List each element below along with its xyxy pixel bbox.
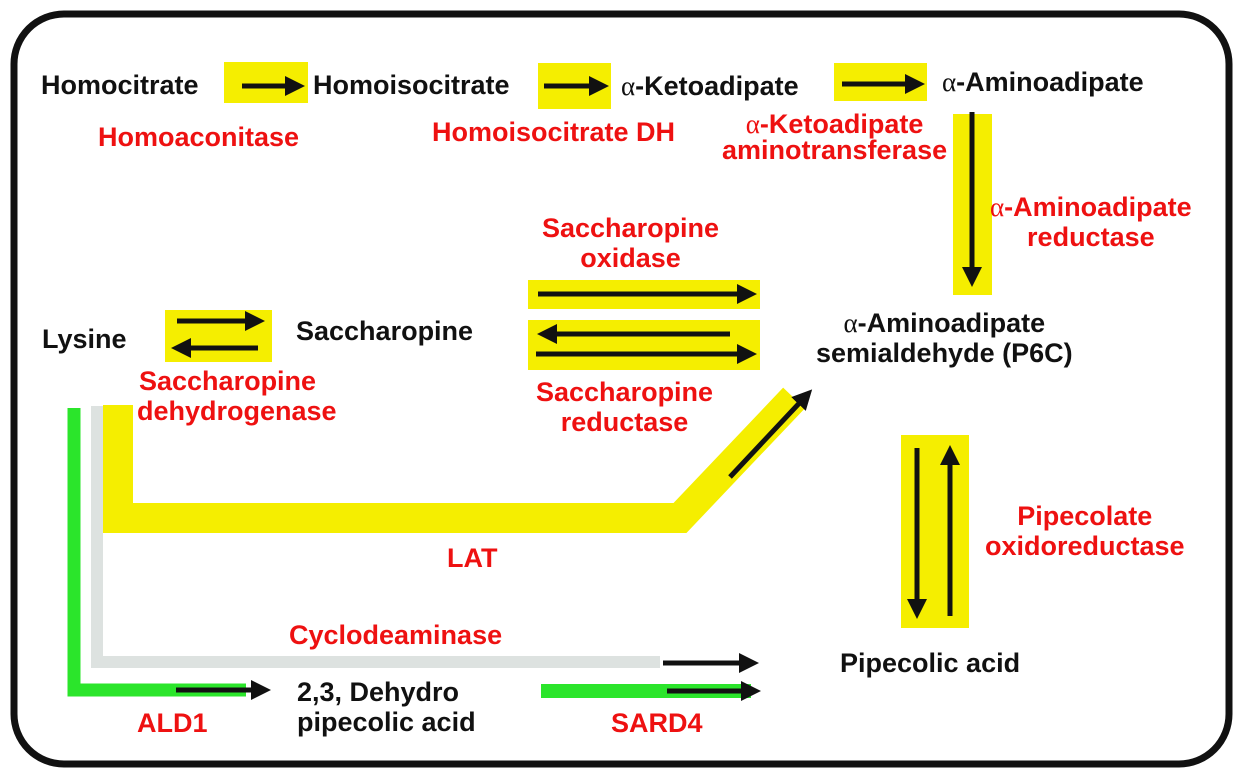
saccharopine-reductase-highlight bbox=[528, 320, 760, 370]
enzyme-aminoadipate-reductase-line1-text: -Aminoadipate bbox=[1004, 192, 1192, 222]
enzyme-pipecolate-oxidoreductase-line1: Pipecolate bbox=[1017, 501, 1153, 531]
metabolite-aas-line2: semialdehyde (P6C) bbox=[816, 338, 1073, 369]
metabolite-dehydro-line2: pipecolic acid bbox=[297, 707, 476, 738]
alpha-symbol: α bbox=[942, 67, 957, 97]
saccharopine-dh-highlight bbox=[165, 310, 272, 362]
alpha-symbol: α bbox=[843, 308, 858, 338]
enzyme-aminoadipate-reductase: α-Aminoadipate reductase bbox=[990, 192, 1192, 252]
metabolite-dehydro-line1: 2,3, Dehydro bbox=[297, 677, 460, 707]
metabolite-ketoadipate: α-Ketoadipate bbox=[621, 71, 799, 101]
enzyme-lat: LAT bbox=[447, 543, 498, 573]
alpha-symbol: α bbox=[745, 109, 760, 139]
enzyme-homoisocitrate-dh: Homoisocitrate DH bbox=[432, 117, 676, 147]
metabolite-dehydro-pipecolic-acid: 2,3, Dehydro pipecolic acid bbox=[297, 677, 476, 737]
metabolite-aas-line1: α-Aminoadipate bbox=[816, 308, 1073, 338]
metabolite-aminoadipate-text: -Aminoadipate bbox=[956, 67, 1144, 97]
metabolite-ketoadipate-text: -Ketoadipate bbox=[635, 71, 799, 101]
metabolite-aas-line1-text: -Aminoadipate bbox=[857, 308, 1046, 338]
enzyme-saccharopine-reductase-line1: Saccharopine bbox=[536, 377, 714, 407]
enzyme-ald1: ALD1 bbox=[137, 708, 208, 738]
enzyme-saccharopine-oxidase: Saccharopine oxidase bbox=[542, 213, 719, 273]
enzyme-saccharopine-oxidase-line1: Saccharopine bbox=[542, 213, 720, 243]
enzyme-pipecolate-oxidoreductase: Pipecolate oxidoreductase bbox=[985, 501, 1185, 561]
enzyme-aminoadipate-reductase-line2: reductase bbox=[1027, 222, 1155, 253]
metabolite-saccharopine: Saccharopine bbox=[296, 316, 474, 346]
metabolite-aminoadipate: α-Aminoadipate bbox=[942, 67, 1144, 97]
metabolite-lysine: Lysine bbox=[42, 324, 127, 354]
lat-path-yellow bbox=[103, 387, 805, 533]
enzyme-homoaconitase: Homoaconitase bbox=[98, 122, 300, 152]
enzyme-saccharopine-reductase: Saccharopine reductase bbox=[536, 377, 713, 437]
enzyme-pipecolate-oxidoreductase-line2: oxidoreductase bbox=[985, 531, 1185, 562]
cyclodeaminase-path-gray bbox=[91, 406, 660, 668]
arrow-lat bbox=[728, 389, 813, 479]
enzyme-ketoadipate-aminotransferase: α-Ketoadipate aminotransferase bbox=[722, 109, 948, 165]
enzyme-saccharopine-dh-line1: Saccharopine bbox=[139, 366, 317, 396]
enzyme-saccharopine-dh-line2: dehydrogenase bbox=[137, 396, 337, 427]
alpha-symbol: α bbox=[621, 71, 636, 101]
enzyme-aminoadipate-reductase-line1: α-Aminoadipate bbox=[990, 192, 1192, 222]
enzyme-saccharopine-reductase-line2: reductase bbox=[560, 407, 689, 438]
metabolite-homocitrate: Homocitrate bbox=[41, 70, 199, 100]
enzyme-saccharopine-oxidase-line2: oxidase bbox=[580, 243, 681, 274]
enzyme-keto-aminotransferase-line2: aminotransferase bbox=[722, 134, 948, 165]
metabolite-aminoadipate-semialdehyde: α-Aminoadipate semialdehyde (P6C) bbox=[816, 308, 1073, 368]
metabolite-homoisocitrate: Homoisocitrate bbox=[313, 70, 510, 100]
enzyme-sard4: SARD4 bbox=[611, 708, 703, 738]
metabolite-pipecolic-acid: Pipecolic acid bbox=[840, 648, 1021, 678]
enzyme-cyclodeaminase: Cyclodeaminase bbox=[289, 620, 503, 650]
diagram-frame bbox=[10, 10, 1233, 768]
enzyme-keto-aminotransferase-line1-text: -Ketoadipate bbox=[759, 109, 924, 139]
sard4-path-green bbox=[541, 684, 751, 698]
homoaconitase-highlight bbox=[224, 62, 308, 103]
enzyme-keto-aminotransferase-line1: α-Ketoadipate bbox=[722, 109, 947, 139]
pipecolate-oxidoreductase-highlight bbox=[901, 435, 969, 628]
enzyme-saccharopine-dehydrogenase: Saccharopine dehydrogenase bbox=[137, 366, 337, 426]
alpha-symbol: α bbox=[990, 192, 1005, 222]
